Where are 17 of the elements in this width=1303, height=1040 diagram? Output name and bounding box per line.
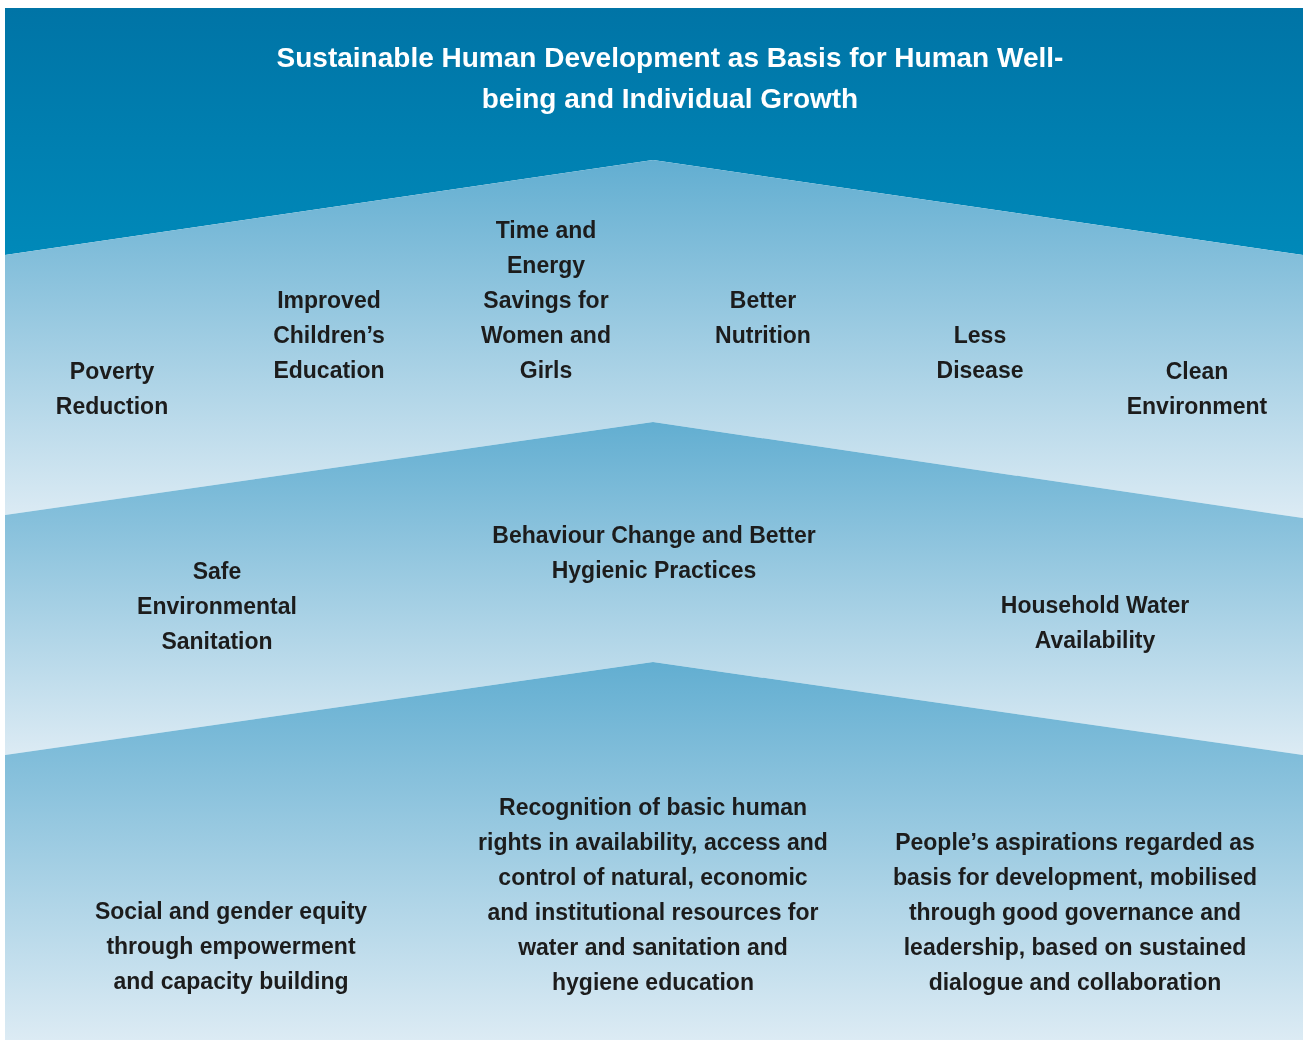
pyramid-layer	[5, 422, 1303, 755]
roof-band	[5, 8, 1303, 255]
layer-item-text: Less Disease	[935, 321, 1025, 385]
layer-item-text: Behaviour Change and Better Hygienic Practices	[491, 521, 817, 585]
pyramid-layer	[5, 662, 1303, 1040]
layer-item-text: Clean Environment	[1125, 357, 1269, 421]
layer-item-text: Poverty Reduction	[54, 357, 170, 421]
layer-item-text: Social and gender equity through empowerment and capacity building	[93, 896, 369, 996]
layer-item-text: Household Water Availability	[999, 591, 1191, 655]
layer-item-text: Safe Environmental Sanitation	[136, 556, 298, 656]
pyramid-layer	[5, 160, 1303, 518]
layer-item-text: Recognition of basic human rights in availability, access and control of natural, economic and institutional resources for water and sanitation and hygiene education	[478, 793, 828, 997]
layer-item-text: Better Nutrition	[714, 286, 812, 350]
layer-item-text: Time and Energy Savings for Women and Girls	[480, 215, 612, 385]
layer-item-text: Improved Children’s Education	[272, 285, 386, 385]
heading-text: Sustainable Human Development as Basis for Human Well-being and Individual Growth	[275, 41, 1065, 116]
layer-item-text: People’s aspirations regarded as basis for development, mobilised through good governance and leadership, based on sustained dialogue and collaboration	[891, 827, 1259, 997]
